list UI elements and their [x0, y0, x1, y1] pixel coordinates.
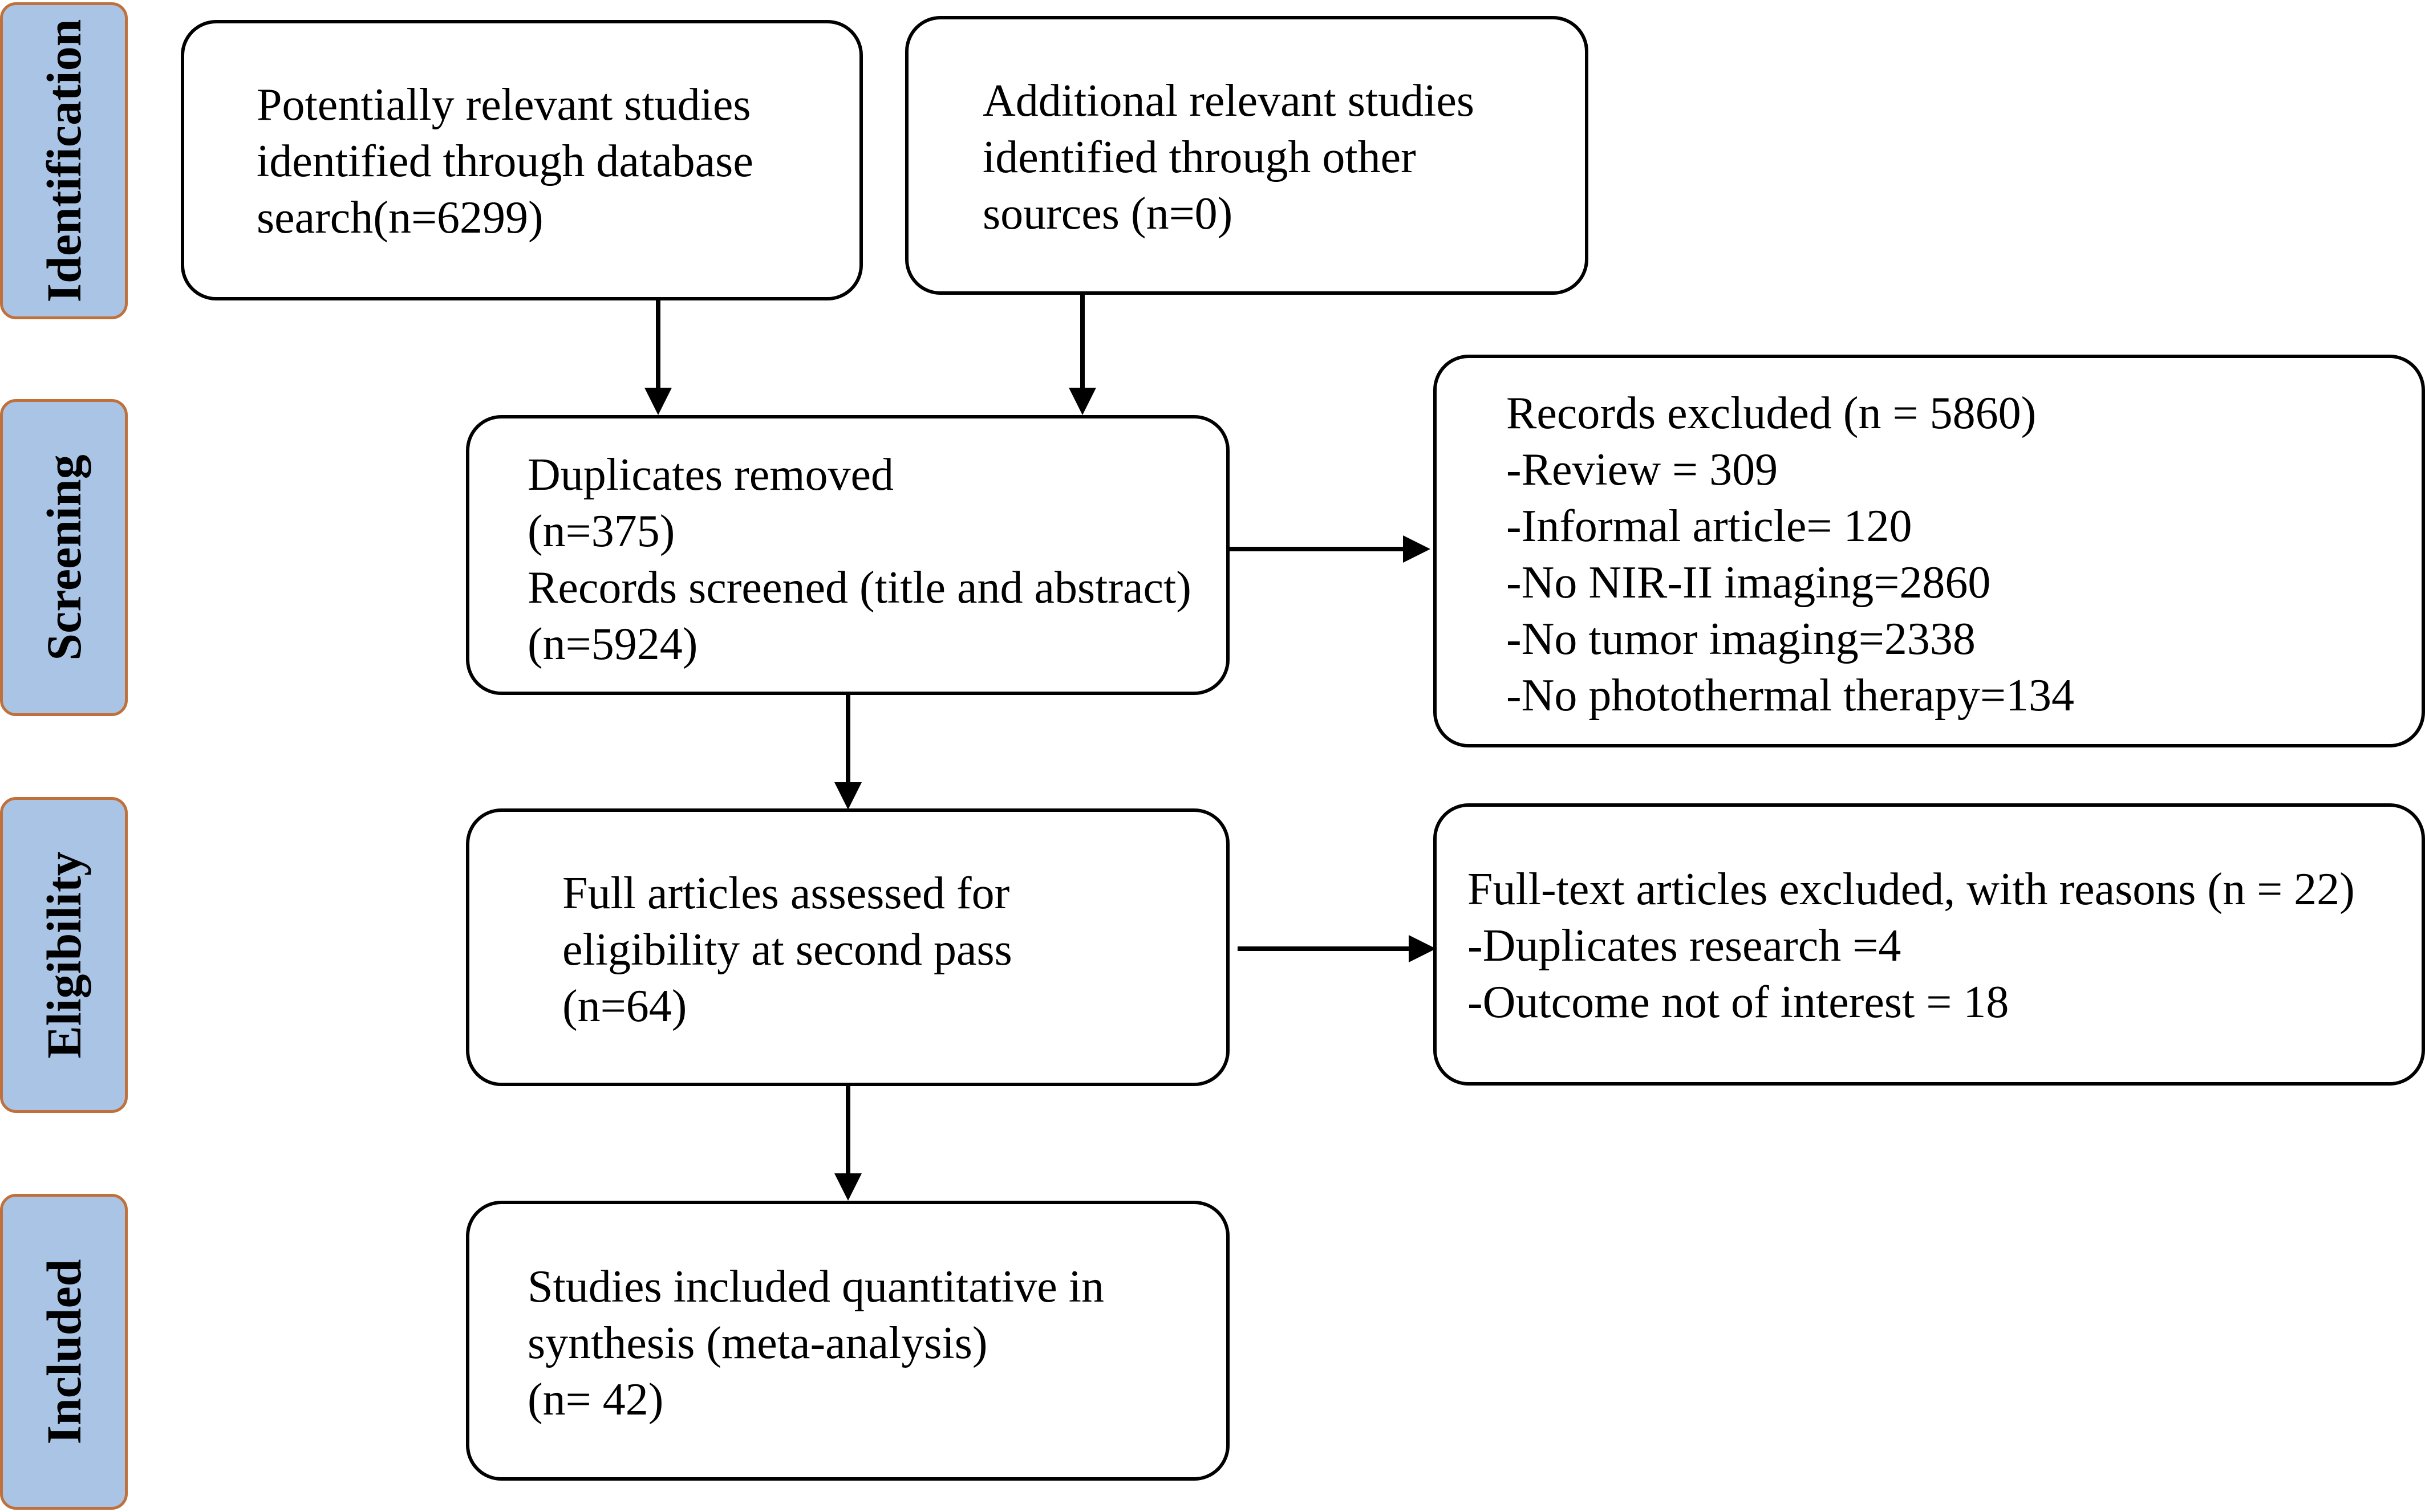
stage-label-screening: Screening [0, 399, 128, 716]
box-line: sources (n=0) [983, 189, 1233, 239]
full-articles-text: Full articles assessed for eligibility a… [562, 865, 1012, 1035]
full-articles-box: Full articles assessed for eligibility a… [466, 808, 1230, 1086]
box-line: synthesis (meta-analysis) [528, 1318, 988, 1368]
other-sources-text: Additional relevant studies identified t… [983, 73, 1474, 242]
box-line: Studies included quantitative in [528, 1262, 1104, 1312]
other-sources-box: Additional relevant studies identified t… [905, 16, 1588, 295]
studies-included-text: Studies included quantitative in synthes… [528, 1259, 1104, 1428]
box-line: (n=64) [562, 981, 687, 1031]
box-line: -Outcome not of interest = 18 [1467, 977, 2009, 1027]
box-line: -Informal article= 120 [1506, 501, 1912, 551]
database-search-text: Potentially relevant studies identified … [257, 77, 753, 246]
box-line: search(n=6299) [257, 193, 544, 243]
records-excluded-box: Records excluded (n = 5860) -Review = 30… [1433, 355, 2425, 747]
box-line: Additional relevant studies [983, 76, 1475, 126]
fulltext-excluded-box: Full-text articles excluded, with reason… [1433, 803, 2425, 1086]
box-line: Potentially relevant studies [257, 80, 751, 130]
box-line: (n= 42) [528, 1375, 664, 1425]
box-line: Records excluded (n = 5860) [1506, 388, 2037, 438]
box-line: -Review = 309 [1506, 445, 1778, 495]
box-line: -No tumor imaging=2338 [1506, 614, 1976, 664]
box-line: eligibility at second pass [562, 925, 1012, 975]
records-screened-box: Duplicates removed (n=375) Records scree… [466, 415, 1230, 695]
box-line: Full articles assessed for [562, 868, 1010, 918]
box-line: (n=375) [528, 506, 675, 556]
box-line: -No NIR-II imaging=2860 [1506, 558, 1991, 608]
box-line: (n=5924) [528, 619, 698, 669]
stage-label-identification: Identification [0, 2, 128, 319]
box-line: Full-text articles excluded, with reason… [1467, 864, 2355, 914]
fulltext-excluded-text: Full-text articles excluded, with reason… [1467, 861, 2355, 1031]
box-line: -Duplicates research =4 [1467, 921, 1901, 971]
records-screened-text: Duplicates removed (n=375) Records scree… [528, 447, 1191, 673]
box-line: Records screened (title and abstract) [528, 563, 1191, 613]
box-line: identified through other [983, 132, 1416, 182]
stage-label-eligibility: Eligibility [0, 797, 128, 1113]
studies-included-box: Studies included quantitative in synthes… [466, 1201, 1230, 1481]
database-search-box: Potentially relevant studies identified … [181, 20, 863, 300]
box-line: -No photothermal therapy=134 [1506, 670, 2074, 721]
records-excluded-text: Records excluded (n = 5860) -Review = 30… [1506, 385, 2074, 724]
box-line: identified through database [257, 136, 753, 186]
box-line: Duplicates removed [528, 450, 894, 500]
stage-label-included: Included [0, 1194, 128, 1510]
